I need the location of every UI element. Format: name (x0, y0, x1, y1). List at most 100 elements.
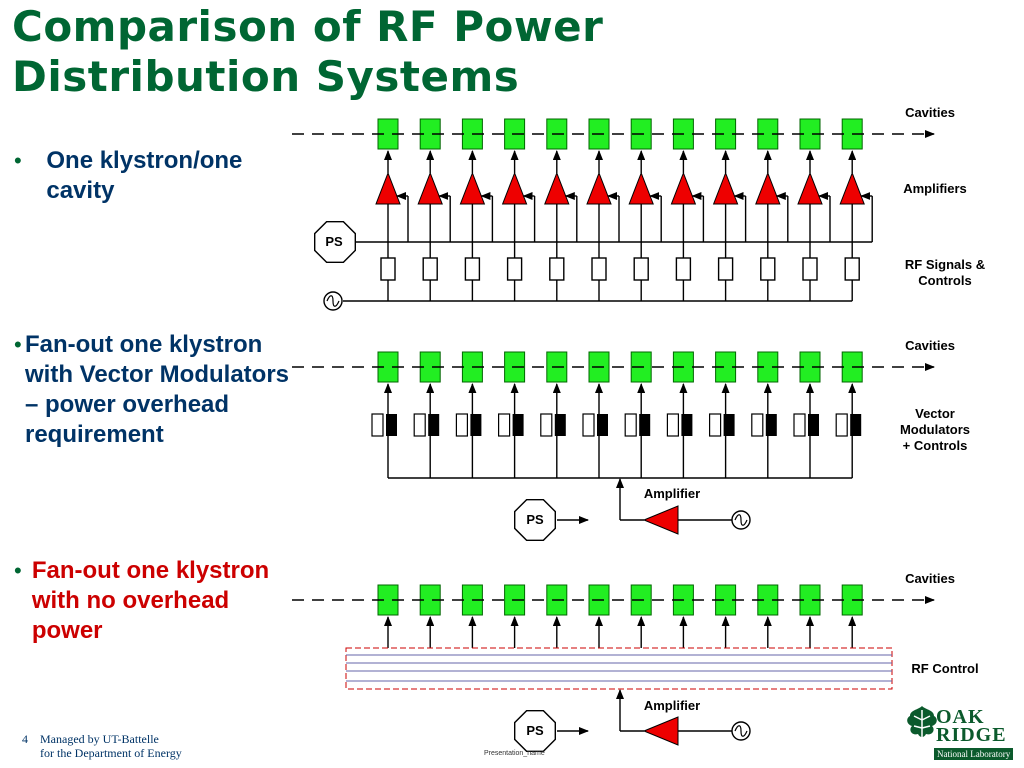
amplifier-4 (501, 171, 528, 205)
vm-control-box (793, 413, 806, 437)
rf-control-box-4 (506, 257, 523, 281)
bullet-dot: • (14, 332, 22, 357)
vm-control-box (835, 413, 848, 437)
footer-presentation-name: Presentation_name (484, 750, 545, 757)
rf-control-box-11 (802, 257, 818, 281)
vm-control-box (413, 413, 426, 437)
amplifier-5 (544, 171, 570, 205)
vector-modulator-1 (371, 413, 397, 437)
slide-title: Comparison of RF Power Distribution Syst… (12, 2, 604, 101)
rf-control-box (345, 647, 893, 690)
vector-modulator-11 (793, 413, 819, 437)
sine-wave (734, 725, 748, 737)
ac-source-icon (323, 291, 343, 311)
system-2-amplifier-label: Amplifier (644, 486, 700, 501)
amplifier-icon (642, 505, 679, 535)
vm-control-box (751, 413, 764, 437)
logo-text-national-laboratory: National Laboratory (934, 748, 1014, 760)
vector-modulator-2 (413, 413, 440, 437)
amplifier-3 (459, 171, 486, 205)
vm-modulator-block (808, 414, 819, 436)
vm-control-box (708, 413, 722, 437)
system-3-cavities-label: Cavities (905, 571, 955, 586)
amplifier-1 (375, 171, 401, 205)
vector-modulator-3 (455, 413, 482, 437)
system-2-cavities-label: Cavities (905, 338, 955, 353)
system-2-ps-label: PS (526, 512, 544, 527)
vm-control-box (540, 413, 553, 437)
system-1-diagram (292, 118, 935, 311)
vm-control-box (582, 413, 595, 437)
sine-wave (734, 514, 748, 526)
rf-control-box-2 (422, 257, 438, 281)
system-1-cavities-label: Cavities (905, 105, 955, 120)
vm-control-box (624, 413, 637, 437)
vector-modulator-9 (708, 413, 735, 437)
vm-control-box (498, 413, 511, 437)
vm-modulator-block (470, 414, 482, 436)
sine-wave (326, 295, 340, 307)
ac-source-icon (731, 721, 751, 741)
rf-control-box-12 (844, 257, 860, 281)
vm-modulator-block (639, 414, 651, 436)
amplifier-12 (839, 171, 865, 205)
system-3-diagram (292, 584, 935, 752)
amplifier-9 (712, 171, 739, 205)
system-1-amplifiers-label: Amplifiers (903, 181, 967, 196)
rf-control-box-3 (464, 257, 481, 281)
rf-control-box-5 (549, 257, 565, 281)
system-1-rf-signals-label: RF Signals &Controls (905, 257, 985, 288)
bullet-text-1: One klystron/one cavity (46, 147, 243, 204)
bullet-item-2: • Fan-out one klystron with Vector Modul… (14, 330, 304, 450)
vector-modulator-8 (666, 413, 693, 437)
ac-source-icon (731, 510, 751, 530)
rf-control-box-6 (591, 257, 607, 281)
logo-text-ridge: RIDGE (936, 724, 1007, 746)
vector-modulator-7 (624, 413, 651, 437)
page-number: 4 (22, 732, 28, 746)
ps-octagon (314, 220, 356, 263)
amplifier-8 (670, 171, 697, 205)
vm-modulator-block (681, 414, 693, 436)
vm-control-box (371, 413, 384, 437)
vm-modulator-block (428, 414, 440, 436)
system-2-diagram (292, 351, 935, 541)
system-3-amplifier-label: Amplifier (644, 698, 700, 713)
amplifier-7 (628, 171, 654, 205)
system-1-ps-label: PS (325, 234, 343, 249)
footer-managed-by: 4 Managed by UT-Battelle for the Departm… (22, 732, 182, 760)
vector-modulator-5 (540, 413, 566, 437)
amplifier-11 (797, 171, 823, 205)
ps-octagon (514, 499, 556, 541)
bullet-item-3: • Fan-out one klystron with no overhead … (14, 556, 304, 646)
amplifier-icon (642, 716, 679, 746)
rf-control-box-8 (675, 257, 692, 281)
footer-managed-line-1: Managed by UT-Battelle (40, 732, 159, 746)
footer-managed-line-2: for the Department of Energy (40, 746, 182, 760)
vector-modulator-6 (582, 413, 608, 437)
rf-control-band (345, 647, 893, 690)
amplifier-10 (755, 171, 781, 205)
bullet-text-3: Fan-out one klystron with no overhead po… (31, 557, 270, 644)
amplifier-6 (586, 171, 612, 205)
rf-control-box-10 (760, 257, 776, 281)
vm-modulator-block (765, 414, 777, 436)
rf-control-box-7 (633, 257, 649, 281)
bullet-dot: • (14, 148, 22, 173)
vm-control-box (666, 413, 680, 437)
system-3-rf-control-label: RF Control (911, 661, 978, 676)
ps-octagon (514, 710, 556, 752)
rf-control-box-9 (717, 257, 734, 281)
amplifier-2 (417, 171, 443, 205)
vector-modulator-10 (751, 413, 777, 437)
vm-modulator-block (597, 414, 608, 436)
bullet-text-2: Fan-out one klystron with Vector Modulat… (24, 331, 290, 448)
vm-modulator-block (554, 414, 566, 436)
bullet-item-1: • One klystron/one cavity (14, 146, 304, 206)
vm-modulator-block (512, 414, 524, 436)
vector-modulator-12 (835, 413, 862, 437)
rf-control-box-1 (380, 257, 396, 281)
vm-control-box (455, 413, 468, 437)
vector-modulator-4 (498, 413, 524, 437)
